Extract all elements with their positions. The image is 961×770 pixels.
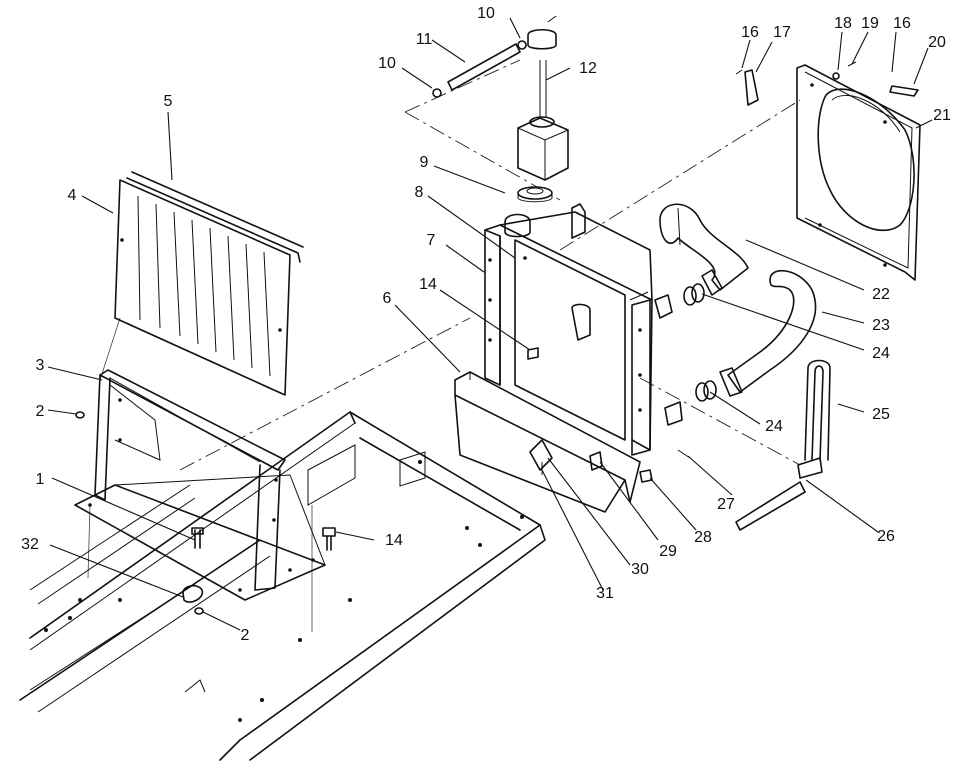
drain-tube [735,359,831,531]
hardware [75,347,691,615]
fan-shroud [735,61,921,281]
assembly-center-lines [87,59,801,632]
callout-27: 27 [717,496,735,513]
leader-lines [47,17,933,631]
callout-8: 8 [415,184,424,201]
callout-1: 1 [36,471,45,488]
callout-3: 3 [36,357,45,374]
lower-hose [719,269,817,397]
radiator-cap [517,186,553,203]
callout-25: 25 [872,406,890,423]
callout-19: 19 [861,15,879,32]
callout-4: 4 [68,187,77,204]
callout-24: 24 [872,345,890,362]
hose-clamps [683,283,717,402]
callout-11: 11 [416,31,433,48]
radiator-core [484,203,683,456]
callout-32: 32 [21,536,39,553]
callout-6: 6 [383,290,392,307]
callout-12: 12 [579,60,597,77]
callout-21: 21 [933,107,951,124]
callout-16: 16 [893,15,911,32]
louvered-grille [114,171,304,396]
callout-labels: 1 2 2 3 4 5 6 7 8 9 10 10 11 12 14 14 16… [21,5,951,644]
callout-9: 9 [420,154,429,171]
callout-16: 16 [741,24,759,41]
callout-31: 31 [596,585,614,602]
callout-20: 20 [928,34,946,51]
callout-18: 18 [834,15,852,32]
callout-29: 29 [659,543,677,560]
callout-7: 7 [427,232,436,249]
callout-30: 30 [631,561,649,578]
overflow-tank [432,15,569,181]
callout-10: 10 [477,5,495,22]
callout-2: 2 [241,627,250,644]
callout-14: 14 [419,276,437,293]
upper-hose [659,203,749,296]
callout-24: 24 [765,418,783,435]
callout-23: 23 [872,317,890,334]
shroud-bracket [74,369,326,601]
frame-rails [19,411,546,761]
callout-22: 22 [872,286,890,303]
callout-14: 14 [385,532,403,549]
callout-2: 2 [36,403,45,420]
callout-5: 5 [164,93,173,110]
callout-28: 28 [694,529,712,546]
callout-26: 26 [877,528,895,545]
callout-10: 10 [378,55,396,72]
callout-17: 17 [773,24,791,41]
